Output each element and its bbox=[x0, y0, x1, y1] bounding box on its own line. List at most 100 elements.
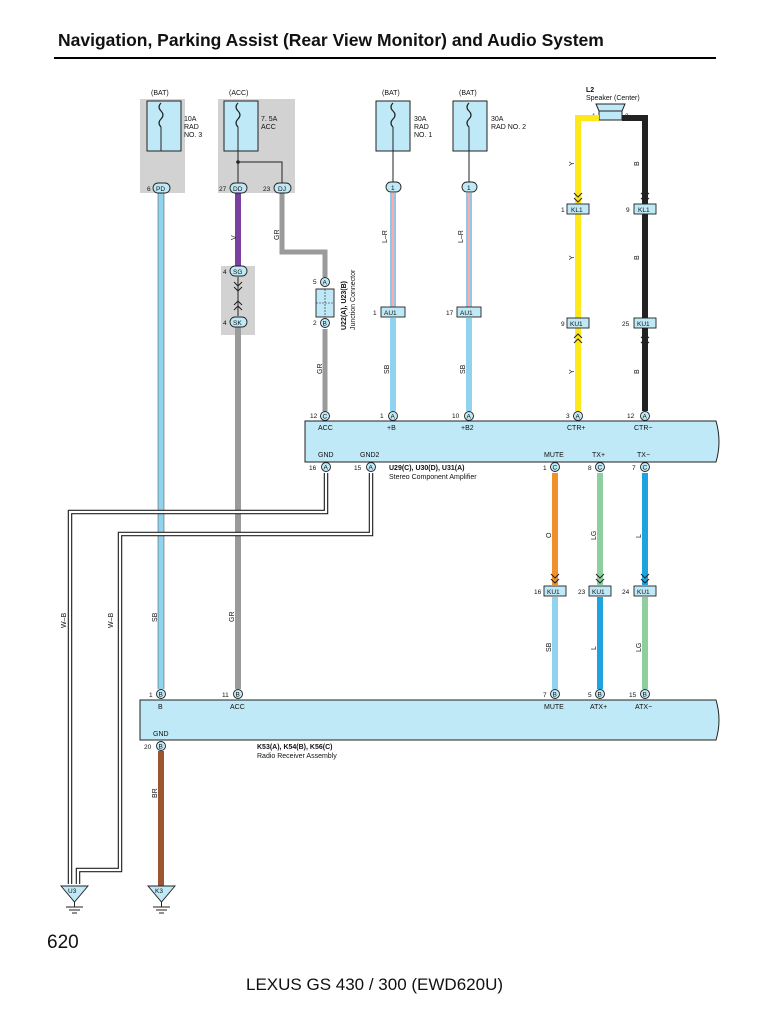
wire-color-label: W–B bbox=[61, 613, 68, 629]
svg-text:DJ: DJ bbox=[278, 186, 286, 193]
connector-ku1: KU1 bbox=[633, 585, 657, 597]
svg-text:C: C bbox=[643, 465, 648, 472]
speaker-icon bbox=[598, 110, 623, 121]
fuse-source-label: (ACC) bbox=[229, 90, 248, 97]
svg-text:AU1: AU1 bbox=[384, 310, 397, 317]
pin-circle bbox=[156, 689, 166, 699]
connector-au1: AU1 bbox=[456, 306, 482, 318]
terminal-label: ATX+ bbox=[590, 704, 607, 711]
terminal-label: TX− bbox=[637, 452, 650, 459]
wire-color-label: L–R bbox=[458, 230, 465, 243]
pin-circle bbox=[573, 411, 583, 421]
radio-id: K53(A), K54(B), K56(C) bbox=[257, 744, 332, 751]
terminal-label: MUTE bbox=[544, 452, 564, 459]
wire-y bbox=[575, 115, 599, 204]
terminal-label: MUTE bbox=[544, 704, 564, 711]
wire-color-label: Y bbox=[569, 255, 576, 260]
svg-text:KU1: KU1 bbox=[592, 589, 605, 596]
terminal-label: CTR− bbox=[634, 425, 652, 432]
pin-number: 7 bbox=[632, 465, 636, 472]
terminal-label: CTR+ bbox=[567, 425, 585, 432]
connector-chevron-icon bbox=[233, 281, 243, 292]
pin-number: 1 bbox=[543, 465, 547, 472]
wire-gr bbox=[279, 193, 328, 277]
pin-number: 1 bbox=[149, 692, 153, 699]
terminal-dj: DJ bbox=[273, 182, 292, 194]
fuse-name: ACC bbox=[261, 124, 276, 131]
svg-text:A: A bbox=[467, 414, 472, 421]
fuse-name: RAD bbox=[184, 124, 199, 131]
pin-number: 11 bbox=[222, 692, 229, 699]
pin-circle bbox=[550, 689, 560, 699]
svg-text:SK: SK bbox=[233, 320, 242, 327]
fuse-rating: 7. 5A bbox=[261, 116, 278, 123]
fuse-source-label: (BAT) bbox=[382, 90, 400, 97]
terminal-sk: SK bbox=[229, 316, 248, 328]
svg-text:DD: DD bbox=[233, 186, 243, 193]
pin-number: 5 bbox=[313, 279, 317, 286]
pin-number: 16 bbox=[309, 465, 317, 472]
svg-text:B: B bbox=[643, 692, 647, 699]
connector-chevron-icon bbox=[573, 333, 583, 344]
pin-circle bbox=[320, 318, 330, 328]
fuse-name: RAD NO. 2 bbox=[491, 124, 526, 131]
wire-color-label: GR bbox=[229, 612, 236, 623]
terminal-1: 1 bbox=[461, 181, 478, 193]
connector-ku1: KU1 bbox=[566, 317, 590, 329]
svg-text:KU1: KU1 bbox=[637, 589, 650, 596]
connector-ku1: KU1 bbox=[633, 317, 657, 329]
fuse-symbol bbox=[466, 102, 472, 128]
pin-circle bbox=[388, 411, 398, 421]
terminal-label: +B2 bbox=[461, 425, 474, 432]
wire-b bbox=[622, 115, 648, 204]
pin-number: 25 bbox=[622, 321, 630, 328]
pin-circle bbox=[156, 741, 166, 751]
terminal-label: GND bbox=[153, 731, 169, 738]
svg-text:A: A bbox=[643, 414, 648, 421]
svg-text:KU1: KU1 bbox=[547, 589, 560, 596]
wire-color-label: BR bbox=[152, 788, 159, 798]
speaker-cone-icon bbox=[595, 103, 626, 112]
svg-text:A: A bbox=[369, 465, 374, 472]
fuse-box bbox=[223, 100, 259, 152]
page-title: Navigation, Parking Assist (Rear View Mo… bbox=[58, 30, 604, 50]
wire-color-label: Y bbox=[569, 161, 576, 166]
wire-color-label: SB bbox=[546, 642, 553, 652]
svg-text:B: B bbox=[159, 692, 163, 699]
svg-text:KU1: KU1 bbox=[637, 321, 650, 328]
pin-circle bbox=[321, 462, 331, 472]
pin-circle bbox=[233, 689, 243, 699]
svg-text:1: 1 bbox=[391, 185, 395, 192]
pin-number: 7 bbox=[543, 692, 547, 699]
radio-box bbox=[139, 699, 720, 741]
pin-number: 3 bbox=[566, 413, 570, 420]
connector-chevron-icon bbox=[640, 573, 650, 584]
fuse-symbol bbox=[235, 102, 241, 128]
pin-circle bbox=[550, 462, 560, 472]
connector-ku1: KU1 bbox=[543, 585, 567, 597]
svg-text:B: B bbox=[598, 692, 602, 699]
terminal-label: GND bbox=[318, 452, 334, 459]
pin-number: 1 bbox=[380, 413, 384, 420]
amplifier-name: Stereo Component Amplifier bbox=[389, 474, 477, 481]
terminal-label: ATX− bbox=[635, 704, 652, 711]
wire-color-label: W–B bbox=[108, 613, 115, 629]
pin-number: 4 bbox=[223, 269, 227, 276]
svg-text:B: B bbox=[323, 321, 327, 328]
connector-chevron-icon bbox=[595, 573, 605, 584]
pin-number: 15 bbox=[354, 465, 362, 472]
junction-connector-name: Junction Connector bbox=[350, 269, 357, 330]
pin-circle bbox=[640, 411, 650, 421]
terminal-label: B bbox=[158, 704, 163, 711]
fuse-source-label: (BAT) bbox=[151, 90, 169, 97]
terminal-label: TX+ bbox=[592, 452, 605, 459]
fuse-name: NO. 1 bbox=[414, 132, 432, 139]
wire-color-label: V bbox=[231, 235, 238, 240]
fuse-source-label: (BAT) bbox=[459, 90, 477, 97]
wire-color-label: B bbox=[634, 369, 641, 374]
svg-text:C: C bbox=[323, 414, 328, 421]
svg-text:KL1: KL1 bbox=[638, 207, 650, 214]
pin-circle bbox=[366, 462, 376, 472]
svg-text:SG: SG bbox=[233, 269, 242, 276]
pin-number: 2 bbox=[313, 320, 317, 327]
